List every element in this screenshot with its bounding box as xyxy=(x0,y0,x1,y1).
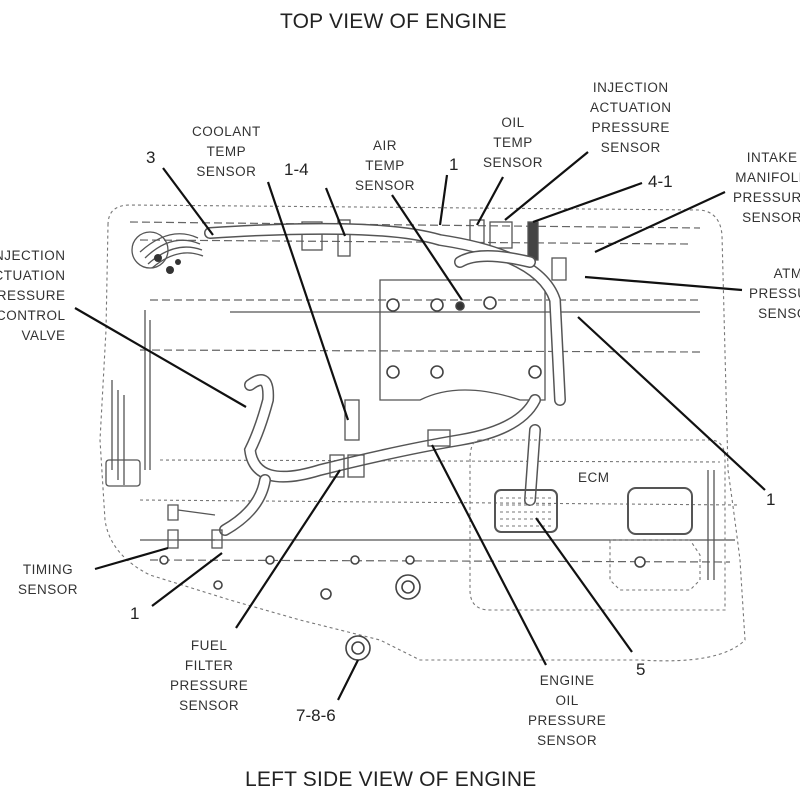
label-oil-temp-sensor: OIL TEMP SENSOR xyxy=(483,115,544,170)
callout-4-1: 4-1 xyxy=(648,172,673,191)
label-coolant-temp-sensor: COOLANT TEMP SENSOR xyxy=(192,124,261,179)
leader-engine-oil-pressure-sensor xyxy=(431,444,547,666)
callout-1-right: 1 xyxy=(766,490,776,509)
label-engine-oil-pressure-sensor: ENGINE OIL PRESSURE SENSOR xyxy=(528,673,607,748)
leader-3 xyxy=(162,167,214,236)
label-timing-sensor: TIMING SENSOR xyxy=(18,562,79,597)
label-ecm: ECM xyxy=(578,470,610,485)
leader-7-8-6 xyxy=(337,659,359,701)
callout-1-left: 1 xyxy=(130,604,140,623)
leader-intake-manifold-pressure-sensor xyxy=(594,191,726,253)
callout-7-8-6: 7-8-6 xyxy=(296,706,336,725)
connector-bundle xyxy=(131,231,204,274)
leader-injection-actuation-pressure-control-valve xyxy=(74,307,247,408)
label-fuel-filter-pressure-sensor: FUEL FILTER PRESSURE SENSOR xyxy=(170,638,249,713)
leader-1-4 xyxy=(324,187,347,237)
leader-4-1 xyxy=(532,181,643,224)
label-air-temp-sensor: AIR TEMP SENSOR xyxy=(355,138,416,193)
leader-5 xyxy=(535,517,633,653)
callout-1-top: 1 xyxy=(449,155,459,174)
label-atm-pressure-sensor: ATM PRESSURE SENSOR xyxy=(749,266,800,321)
ecm-module xyxy=(469,439,726,611)
leader-timing-sensor xyxy=(94,546,169,571)
leader-fuel-filter-pressure-sensor xyxy=(235,469,341,629)
label-injection-actuation-pressure-control-valve: INJECTION ACTUATION PRESSURE CONTROL VAL… xyxy=(0,248,66,343)
callout-1-4: 1-4 xyxy=(284,160,309,179)
leader-injection-actuation-pressure-sensor xyxy=(504,151,589,221)
leader-lines xyxy=(74,151,766,701)
engine-outline xyxy=(99,204,746,662)
leader-atm-pressure-sensor xyxy=(584,275,743,292)
top-view-title: TOP VIEW OF ENGINE xyxy=(280,10,507,33)
leader-coolant-temp-sensor xyxy=(266,181,350,421)
leader-1-top xyxy=(438,174,449,226)
callout-3: 3 xyxy=(146,148,156,167)
callout-5: 5 xyxy=(636,660,646,679)
leader-1-left xyxy=(151,552,223,607)
label-injection-actuation-pressure-sensor: INJECTION ACTUATION PRESSURE SENSOR xyxy=(590,80,672,155)
leader-air-temp-sensor xyxy=(391,194,463,301)
left-side-view-title: LEFT SIDE VIEW OF ENGINE xyxy=(245,768,537,791)
leader-1-right xyxy=(577,316,766,491)
label-intake-manifold-pressure-sensor: INTAKE MANIFOLD PRESSURE SENSOR xyxy=(733,150,800,225)
leader-oil-temp-sensor xyxy=(476,176,504,226)
